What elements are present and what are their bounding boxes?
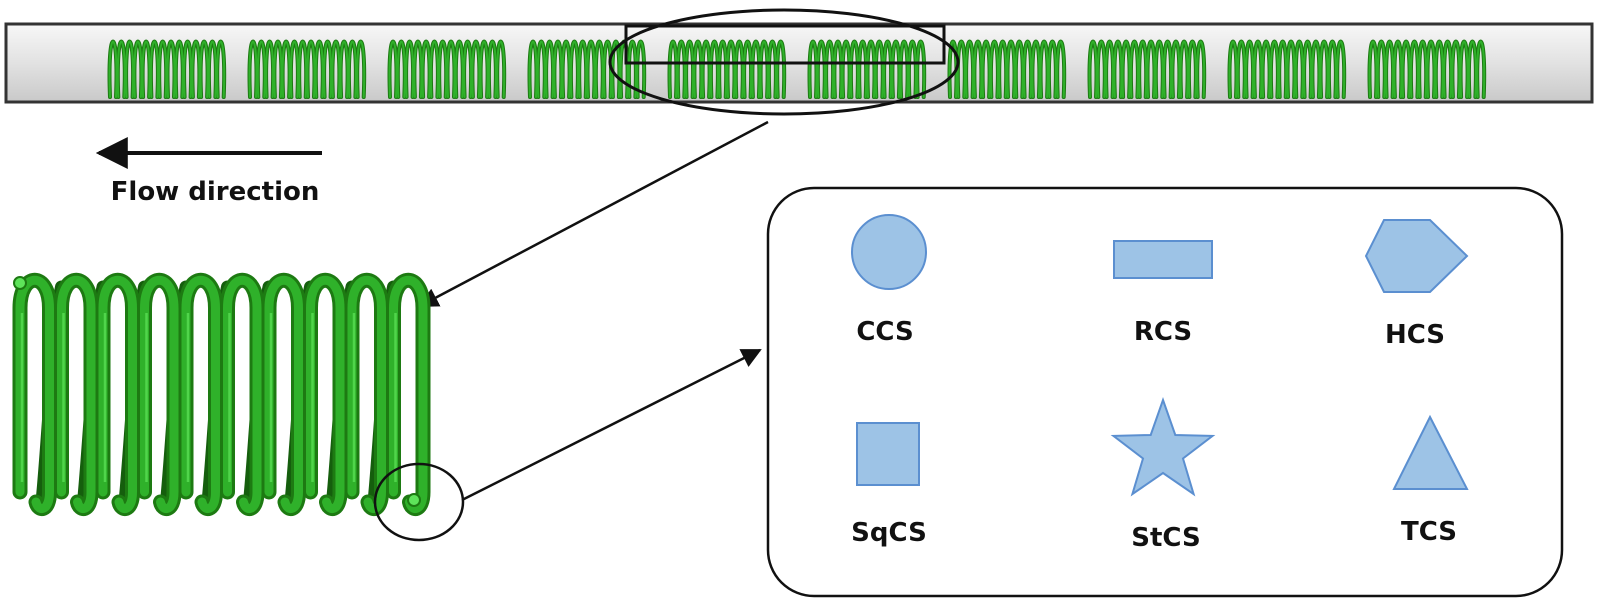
- coil-loop: [389, 275, 428, 513]
- ccs-label: CCS: [856, 317, 913, 347]
- cross-section-panel: CCS RCS HCS SqCS StCS TCS: [766, 186, 1564, 598]
- star-shape-icon: [1110, 396, 1216, 497]
- pipe-coil: [1087, 39, 1207, 99]
- coil-loop: [181, 275, 220, 513]
- pipe-coil: [387, 39, 507, 99]
- pipe-coil: [1227, 39, 1347, 99]
- circle-shape-icon: [851, 214, 927, 290]
- tcs-label: TCS: [1401, 517, 1457, 547]
- pipe-coil: [807, 39, 927, 99]
- coil-loop: [264, 275, 303, 513]
- pipe-coil-front: [108, 40, 226, 98]
- pipe-coil-front: [808, 40, 926, 98]
- pipe-coil: [1367, 39, 1487, 99]
- coil-loop: [15, 275, 54, 513]
- cross-section-highlight: [373, 462, 465, 542]
- coil-loop: [140, 275, 179, 513]
- square-shape-icon: [856, 422, 920, 486]
- circle-icon: [851, 214, 927, 290]
- pipe-coil: [107, 39, 227, 99]
- stcs-label: StCS: [1131, 523, 1200, 553]
- coil-end-cap: [407, 493, 421, 507]
- coil-loop: [98, 275, 137, 513]
- pipe-coil: [667, 39, 787, 99]
- cross-section-arrow: [461, 348, 762, 502]
- pipe: [4, 8, 1594, 116]
- pipe-coil-front: [248, 40, 366, 98]
- pipe-coils: [107, 39, 1487, 99]
- pipe-coil-front: [388, 40, 506, 98]
- zoom-box: [624, 24, 946, 65]
- pipe-coil-front: [528, 40, 646, 98]
- zoom-arrow: [418, 120, 769, 308]
- rectangle-icon: [1113, 240, 1213, 279]
- triangle-shape-icon: [1392, 414, 1469, 490]
- helical-coil: [12, 272, 431, 516]
- coil-loop: [306, 275, 345, 513]
- pipe-coil-front: [1088, 40, 1206, 98]
- pipe-coil-front: [1228, 40, 1346, 98]
- coil-loop: [347, 275, 386, 513]
- hcs-label: HCS: [1385, 320, 1445, 350]
- pipe-coil-front: [948, 40, 1066, 98]
- hexagon-shape-icon: [1364, 219, 1469, 293]
- pipe-coil-front: [668, 40, 786, 98]
- coil-loop: [223, 275, 262, 513]
- flow-direction: Flow direction: [95, 137, 322, 207]
- hexagon-icon: [1364, 219, 1469, 293]
- coil-start-cap: [13, 276, 27, 290]
- cross-section-box: [766, 186, 1564, 598]
- pipe-coil: [247, 39, 367, 99]
- pipe-coil: [947, 39, 1067, 99]
- coil-loop: [57, 275, 96, 513]
- rcs-label: RCS: [1134, 317, 1192, 347]
- square-icon: [856, 422, 920, 486]
- flow-direction-label: Flow direction: [111, 177, 320, 207]
- zoom-ellipse: [608, 8, 960, 116]
- pipe-coil: [527, 39, 647, 99]
- rectangle-shape-icon: [1113, 240, 1213, 279]
- star-icon: [1110, 396, 1216, 497]
- triangle-icon: [1392, 414, 1469, 490]
- sqcs-label: SqCS: [851, 518, 927, 548]
- pipe-coil-front: [1368, 40, 1486, 98]
